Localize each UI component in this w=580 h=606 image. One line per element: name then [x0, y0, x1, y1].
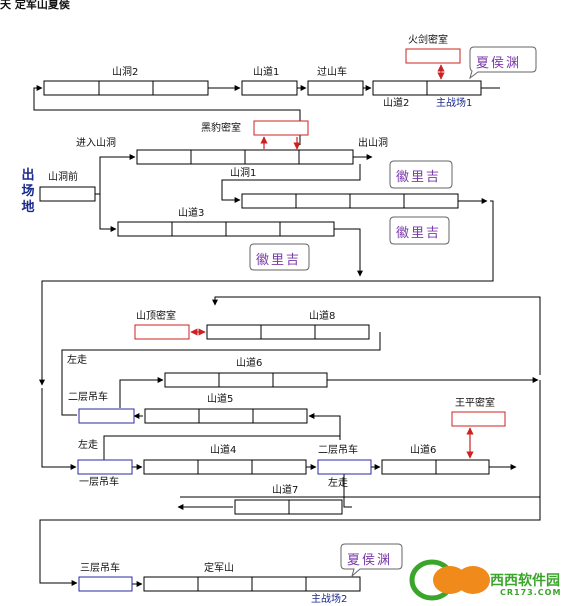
segment-shandao6a [164, 372, 328, 388]
callout-huilizi3: 徽里吉 [256, 253, 302, 268]
label-dingjunshan: 定军山 [204, 563, 234, 574]
callout-xiahou-top: 夏侯渊 [476, 56, 522, 71]
segment-shandong2 [43, 80, 209, 96]
segment-shandao1 [241, 80, 298, 96]
label-chu-shandong: 出山洞 [358, 138, 388, 149]
segment-shandao2-zhuzhan1 [372, 80, 482, 96]
cable-car-yiceng [77, 459, 133, 475]
segment-shandongqian [39, 186, 96, 202]
label-zhuzhanchang1: 主战场1 [436, 98, 473, 109]
label-shandao7: 山道7 [272, 485, 299, 496]
secret-room-shanding [134, 324, 190, 340]
label-yiceng-diaoche: 一层吊车 [79, 477, 119, 488]
segment-cave [136, 149, 354, 165]
label-shandao3: 山道3 [178, 208, 205, 219]
label-shandao8: 山道8 [309, 311, 336, 322]
start-char-1: 出 [21, 168, 35, 183]
label-zuozou2: 左走 [78, 440, 98, 451]
label-sanceng-diaoche: 三层吊车 [80, 563, 120, 574]
segment-shandong1 [241, 193, 459, 209]
label-erceng-diaoche1: 二层吊车 [68, 392, 108, 403]
watermark-brand: 西西软件园 [490, 573, 560, 589]
label-shandao6a: 山道6 [236, 358, 263, 369]
secret-room-huojian [405, 48, 461, 64]
start-char-2: 场 [21, 184, 35, 199]
segment-shandao3 [117, 221, 335, 237]
label-zuozou3: 左走 [328, 478, 348, 489]
label-shandao1: 山道1 [253, 67, 280, 78]
label-shandao4: 山道4 [210, 445, 237, 456]
start-marker: 出 场 地 [20, 168, 36, 216]
label-jinru-shandong: 进入山洞 [76, 138, 116, 149]
secret-room-heibao [253, 120, 309, 136]
segment-shandao8 [206, 324, 370, 340]
label-wangping-mishi: 王平密室 [455, 398, 495, 409]
label-huojian-mishi: 火剑密室 [408, 35, 448, 46]
segment-shandao4 [143, 459, 307, 475]
label-shandong2: 山洞2 [112, 67, 139, 78]
segment-shandao7 [234, 499, 343, 515]
label-shanding-mishi: 山顶密室 [136, 311, 176, 322]
callout-bubble-huilizi3 [249, 243, 310, 271]
page-title: 天 定军山夏侯 [0, 0, 70, 11]
cable-car-erceng2 [317, 459, 372, 475]
secret-room-wangping [451, 411, 506, 427]
label-shandao5: 山道5 [207, 394, 234, 405]
label-heibao-mishi: 黑豹密室 [201, 123, 241, 134]
cable-car-erceng1 [78, 408, 135, 424]
label-shandao2: 山道2 [383, 98, 410, 109]
label-shandongqian: 山洞前 [48, 172, 78, 183]
callout-xiahou-bottom: 夏侯渊 [347, 553, 393, 568]
label-zhuzhanchang2: 主战场2 [311, 594, 348, 605]
start-char-3: 地 [21, 200, 35, 215]
callout-bubble-huilizi2 [389, 216, 450, 245]
label-zuozou1: 左走 [67, 355, 87, 366]
label-guoshanche: 过山车 [317, 67, 347, 78]
callout-huilizi2: 徽里吉 [396, 226, 442, 241]
label-shandao6b: 山道6 [410, 445, 437, 456]
label-erceng-diaoche2: 二层吊车 [318, 445, 358, 456]
segment-guoshanche [307, 80, 364, 96]
segment-shandao5 [144, 408, 308, 424]
watermark-logo-icon [409, 559, 490, 601]
callout-huilizi1: 徽里吉 [396, 170, 442, 185]
callout-bubble-top [469, 46, 537, 80]
watermark-domain: CR173.COM [500, 588, 562, 597]
callout-bubble-huilizi1 [389, 160, 453, 189]
callout-bubble-bottom [340, 543, 403, 578]
segment-shandao6b [381, 459, 490, 475]
segment-dingjunshan [143, 576, 361, 592]
cable-car-sanceng [78, 576, 133, 592]
label-shandong1: 山洞1 [230, 168, 257, 179]
